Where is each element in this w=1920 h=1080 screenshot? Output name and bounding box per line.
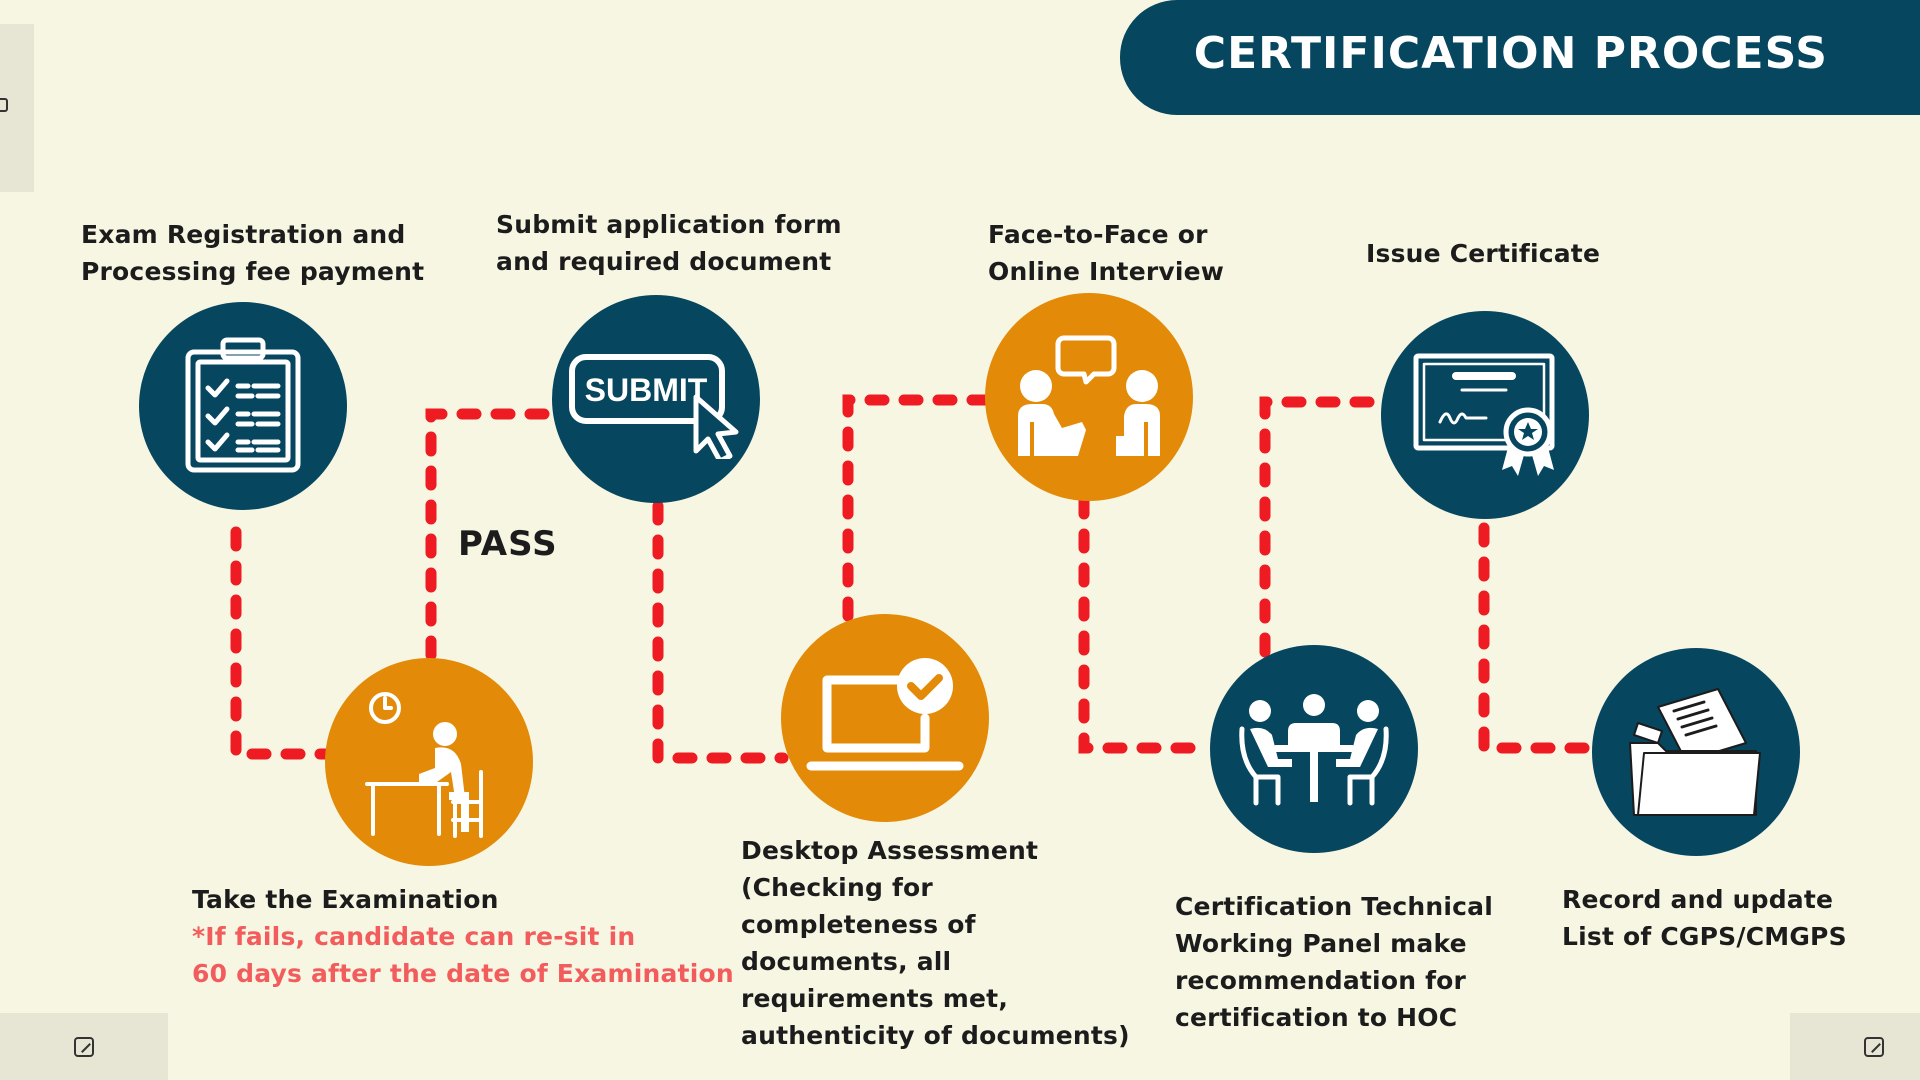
interview-icon	[1018, 335, 1160, 456]
edit-icon[interactable]	[1864, 1037, 1884, 1057]
bottom-right-panel	[1790, 1013, 1920, 1080]
step-3-circle: SUBMIT	[552, 295, 760, 503]
connector-6-7	[1259, 396, 1386, 658]
clipboard-checklist-icon	[185, 337, 301, 473]
step-6-label: Certification Technical Working Panel ma…	[1175, 892, 1494, 1032]
resit-note-line-1: *If fails, candidate can re-sit in	[192, 922, 636, 951]
pass-label: PASS	[458, 524, 558, 564]
connector-4-5	[842, 394, 991, 622]
connector-7-8	[1478, 522, 1600, 754]
step-3-label: Submit application form and required doc…	[496, 210, 842, 276]
resit-note-line-2: 60 days after the date of Examination	[192, 959, 734, 988]
certificate-icon	[1413, 353, 1555, 476]
panel-meeting-icon	[1239, 694, 1389, 806]
edit-icon[interactable]	[74, 1037, 94, 1057]
step-4-circle	[781, 614, 989, 822]
step-7-circle	[1381, 311, 1589, 519]
connector-1-2	[230, 526, 341, 760]
submit-icon-text: SUBMIT	[585, 372, 708, 408]
step-1-label: Exam Registration and Processing fee pay…	[81, 220, 425, 286]
submit-button-icon: SUBMIT	[569, 354, 739, 459]
bottom-left-panel	[0, 1013, 168, 1080]
person-taking-exam-icon	[365, 692, 483, 838]
connector-3-4	[652, 500, 789, 764]
step-6-circle	[1210, 645, 1418, 853]
page-title: CERTIFICATION PROCESS	[1193, 28, 1828, 79]
side-tab[interactable]	[0, 24, 34, 192]
step-8-label: Record and update List of CGPS/CMGPS	[1562, 885, 1847, 951]
step-8-circle	[1592, 648, 1800, 856]
connector-5-6	[1078, 494, 1216, 754]
step-1-circle	[139, 302, 347, 510]
step-5-label: Face-to-Face or Online Interview	[988, 220, 1225, 286]
side-tab-icon	[0, 98, 8, 112]
step-2-label: Take the Examination *If fails, candidat…	[192, 881, 734, 992]
step-4-label: Desktop Assessment (Checking for complet…	[741, 836, 1130, 1050]
header-banner: CERTIFICATION PROCESS	[1120, 0, 1920, 115]
document-folder-icon	[1629, 688, 1761, 816]
step-5-circle	[985, 293, 1193, 501]
connector-2-3	[425, 408, 554, 661]
step-2-circle	[325, 658, 533, 866]
step-7-label: Issue Certificate	[1366, 239, 1601, 268]
laptop-check-icon	[806, 658, 964, 771]
